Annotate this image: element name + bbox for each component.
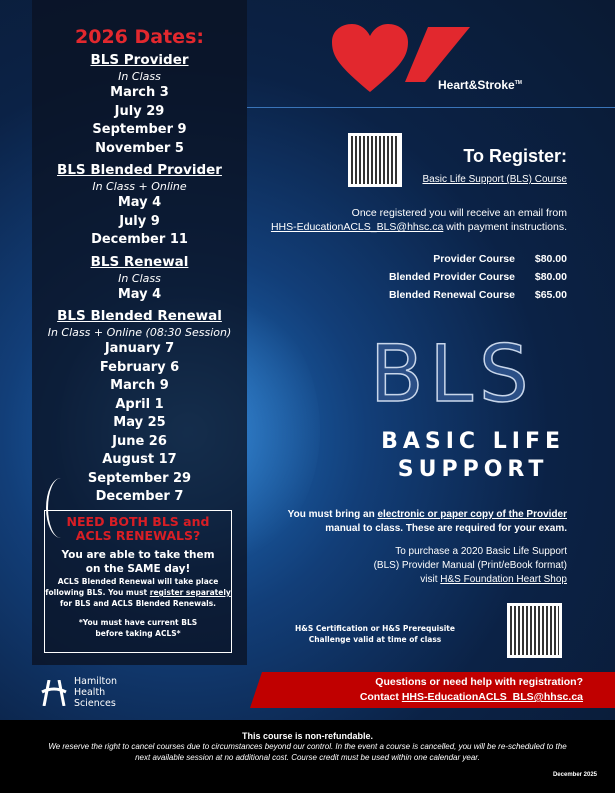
course-format: In Class [118,271,161,285]
course-format: In Class + Online (08:30 Session) [47,326,232,339]
price-value: $80.00 [534,253,567,265]
register-separately-link[interactable]: register separately [149,588,231,597]
callout-note: before taking ACLS* [95,629,181,638]
callout-title: NEED BOTH BLS and [66,514,210,529]
shop-qr-code[interactable] [507,603,562,658]
course-heading: BLS Blended Renewal [57,308,222,324]
manual-link[interactable]: electronic or paper copy of the Provider [377,509,568,520]
course-date: March 9 [110,378,169,393]
text: H&S Certification or H&S Prerequisite [295,624,455,633]
callout-title: ACLS RENEWALS? [75,528,201,543]
tm: TM [514,80,522,86]
register-title: To Register: [463,146,567,166]
price-row: Provider Course $80.00 [389,250,567,268]
contact-email-link[interactable]: HHS-EducationACLS_BLS@hhsc.ca [401,691,583,703]
text: visit [420,574,441,585]
price-label: Blended Provider Course [388,271,515,283]
course-date: May 4 [117,286,162,302]
course-date: June 26 [112,433,167,449]
bls-heading: BLS [369,329,535,421]
text: manual to class. These are required for … [325,523,567,534]
course-date: September 9 [92,122,187,137]
help-bar [250,672,615,708]
course-section: BLS Blended Renewal In Class + Online (08… [32,307,247,507]
price-row: Blended Renewal Course $65.00 [389,286,567,304]
brand-name: Heart&StrokeTM [438,78,522,92]
text: Challenge valid at time of class [308,635,442,644]
price-label: Blended Renewal Course [388,289,515,301]
course-date: December 11 [91,232,188,247]
divider [247,107,615,108]
refund-policy: This course is non-refundable. [241,731,374,741]
course-date: May 4 [117,195,162,210]
course-date: April 1 [115,396,164,412]
footer: This course is non-refundable. We reserv… [0,720,615,793]
text: Hamilton [74,676,118,687]
register-qr-code[interactable] [348,133,402,187]
purchase-info: To purchase a 2020 Basic Life Support (B… [374,545,567,587]
revision-date: December 2025 [552,772,597,778]
course-date: March 3 [110,85,169,100]
callout-text: on the SAME day! [85,563,191,575]
course-format: In Class [118,70,161,83]
text: (BLS) Provider Manual (Print/eBook forma… [373,560,567,571]
email-link[interactable]: HHS-EducationACLS_BLS@hhsc.ca [270,221,444,233]
callout-body: ACLS Blended Renewal will take place [57,577,219,586]
price-value: $65.00 [534,289,567,301]
text: Questions or need help with registration… [375,676,583,688]
course-heading: BLS Blended Provider [57,162,222,178]
cancellation-policy: We reserve the right to cancel courses d… [48,742,567,762]
text: SUPPORT [397,457,549,482]
bls-subheading: BASIC LIFE SUPPORT [381,428,565,484]
arrow-icon [46,478,76,538]
course-date: July 9 [119,213,160,229]
text: You must bring an [287,509,378,520]
register-info: Once registered you will receive an emai… [271,206,567,234]
callout-box: NEED BOTH BLS and ACLS RENEWALS? You are… [44,510,232,653]
text: Once registered you will receive an emai… [351,207,567,219]
course-date: December 7 [95,489,184,504]
text: Contact [359,691,402,703]
bls-course-link[interactable]: Basic Life Support (BLS) Course [422,174,567,185]
text: following BLS. You must [45,588,150,597]
course-date: January 7 [104,341,175,356]
text: with payment instructions. [443,221,567,233]
price-row: Blended Provider Course $80.00 [389,268,567,286]
course-heading: BLS Provider [90,52,189,68]
course-format: In Class + Online [92,180,187,193]
callout-note: *You must have current BLS [78,618,198,627]
heart-and-stroke-logo [332,24,470,92]
text: BASIC LIFE [381,429,565,454]
hhs-logo-icon [41,679,67,706]
course-date: August 17 [102,452,177,467]
course-heading: BLS Renewal [90,253,189,270]
course-date: July 29 [114,103,165,119]
price-value: $80.00 [534,271,567,283]
brand-text: Heart&Stroke [438,78,515,92]
course-date: February 6 [99,359,180,375]
heart-shop-link[interactable]: H&S Foundation Heart Shop [440,574,567,585]
text: Sciences [74,698,116,709]
course-date: September 29 [87,470,192,486]
callout-body: for BLS and ACLS Blended Renewals. [59,599,217,608]
help-text: Questions or need help with registration… [360,675,583,705]
callout-body: following BLS. You must register separat… [45,587,231,598]
course-date: May 25 [113,415,166,430]
price-label: Provider Course [433,253,515,265]
text: To purchase a 2020 Basic Life Support [395,546,567,557]
manual-requirement: You must bring an electronic or paper co… [288,508,567,536]
course-date: November 5 [95,140,184,156]
text: Health [74,687,106,698]
dates-title: 2026 Dates: [75,26,204,48]
callout-text: You are able to take them [61,549,215,561]
